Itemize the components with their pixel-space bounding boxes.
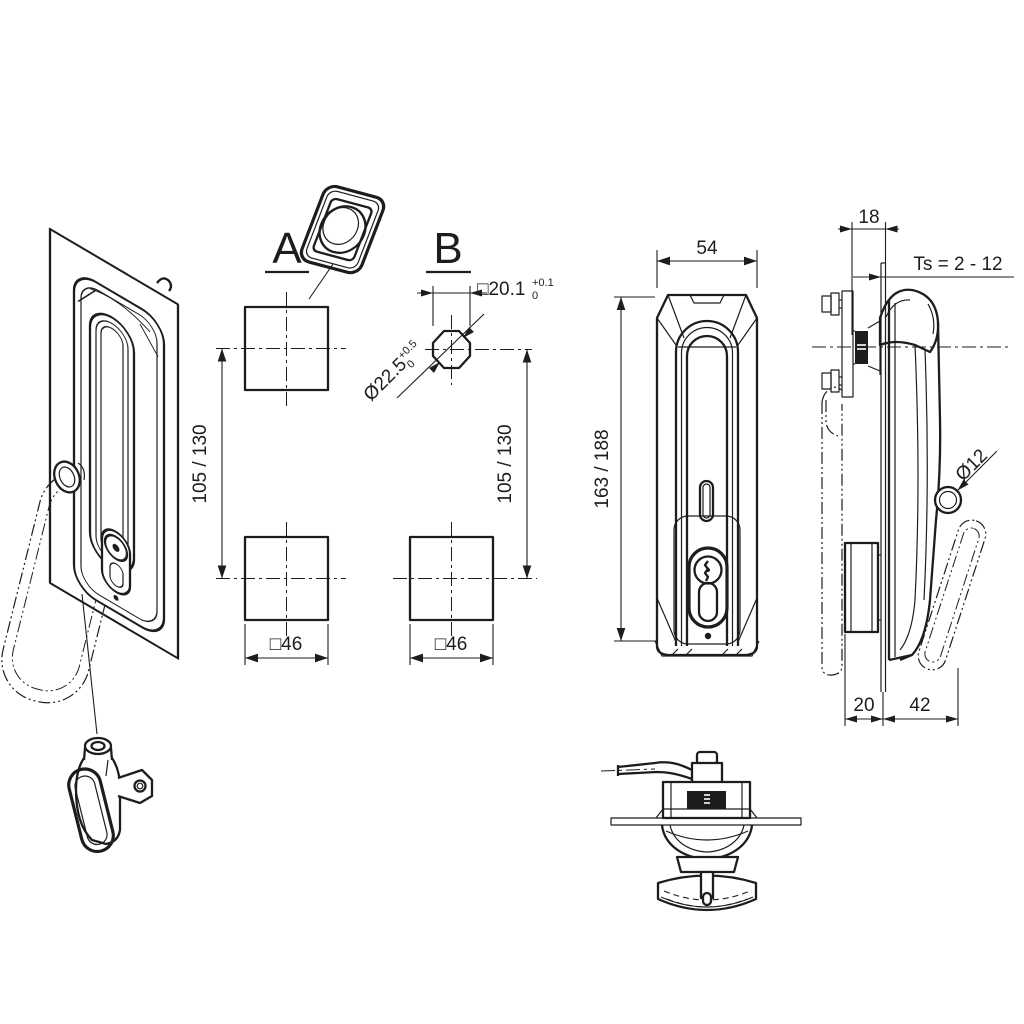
padlock-loop-iso — [53, 460, 81, 494]
handle-profile-side — [899, 321, 942, 662]
isometric-view — [1, 227, 180, 735]
dim-octagon-square-tol-lower: 0 — [532, 290, 538, 302]
cam-housing — [843, 541, 880, 634]
release-slot — [698, 479, 715, 523]
view-a: A 105 / 130 □46 — [190, 224, 346, 665]
dim-front-width: 54 — [696, 238, 718, 259]
dim-cam-offset: 18 — [858, 207, 879, 228]
lock-module-front — [673, 515, 741, 645]
padlock-eyelet — [933, 485, 963, 515]
lock-insert-detail — [67, 736, 154, 854]
leader-gasket — [308, 263, 334, 300]
dim-depth-front: 42 — [909, 695, 930, 716]
handle-outline-front — [655, 293, 759, 657]
mechanism-top-view — [600, 750, 802, 912]
dim-depth-behind: 20 — [853, 695, 874, 716]
cam-block — [687, 791, 726, 809]
phantom-handle-left — [821, 402, 843, 676]
leader-to-insert-detail — [81, 593, 98, 735]
spindle-seal — [855, 331, 868, 364]
view-a-label: A — [272, 224, 302, 273]
screw-dot — [704, 632, 712, 640]
dim-center-distance-a: 105 / 130 — [190, 424, 211, 503]
mounting-plate — [610, 817, 802, 826]
cylinder-surround — [687, 546, 729, 629]
view-b-label: B — [433, 224, 462, 273]
dim-octagon-square: □20.1 — [477, 279, 525, 300]
dim-square-cutout-b: □46 — [435, 634, 468, 655]
dim-center-distance-b: 105 / 130 — [495, 424, 516, 503]
dim-door-thickness: Ts = 2 - 12 — [913, 254, 1002, 275]
gasket-frame — [299, 184, 386, 300]
insert-bail — [67, 767, 115, 854]
mounting-bracket — [841, 290, 854, 398]
dim-octagon-square-tol-upper: +0.1 — [532, 277, 554, 289]
dim-front-height: 163 / 188 — [592, 429, 613, 508]
dim-square-cutout-a: □46 — [270, 634, 303, 655]
panel-edge-knob — [156, 277, 173, 292]
front-view: 54 163 / 188 — [592, 238, 760, 657]
door-panel — [48, 227, 180, 660]
